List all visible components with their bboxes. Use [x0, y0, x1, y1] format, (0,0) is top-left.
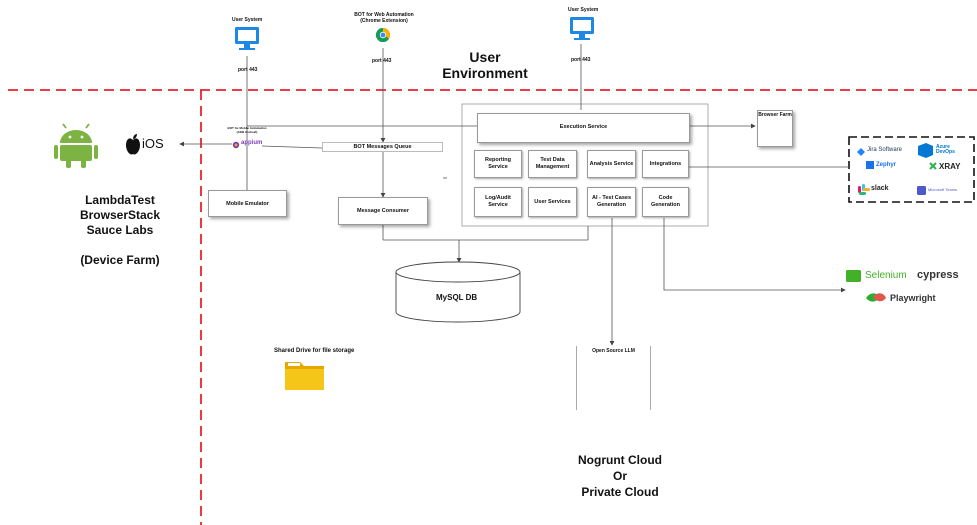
- user-system-left-label: User System: [232, 17, 263, 23]
- zephyr-logo-label: Zephyr: [876, 162, 897, 168]
- playwright-logo-label: Playwright: [890, 293, 936, 303]
- code-generation-box: Code Generation: [642, 187, 689, 217]
- cloud-label: Nogrunt Cloud Or Private Cloud: [578, 453, 662, 499]
- xray-logo-label: XRAY: [939, 162, 961, 171]
- analysis-service-box: Analysis Service: [587, 150, 636, 178]
- execution-service-label: Execution Service: [559, 124, 608, 130]
- execution-service-box: Execution Service: [477, 113, 690, 143]
- log-audit-service-box: Log/Audit Service: [474, 187, 522, 217]
- folder-icon: [285, 362, 324, 390]
- zephyr-icon: [866, 161, 874, 169]
- cypress-logo-label: cypress: [917, 269, 959, 281]
- mysql-db-label: MySQL DB: [436, 293, 478, 302]
- ai-test-cases-generation-box: AI - Test Cases Generation: [587, 187, 636, 217]
- port-right-label: port 443: [571, 57, 591, 63]
- playwright-icon: [866, 293, 886, 302]
- browser-farm-label: Browser Farm: [758, 112, 792, 118]
- jira-icon: [857, 148, 865, 156]
- port-left-label: port 443: [238, 67, 258, 73]
- message-consumer-box: Message Consumer: [338, 197, 428, 225]
- appium-icon: [232, 141, 240, 149]
- mobile-emulator-box: Mobile Emulator: [208, 190, 287, 217]
- message-consumer-label: Message Consumer: [357, 208, 409, 214]
- bot-mobile-note: BOT for Mobile Automation (ADB Android): [227, 126, 267, 134]
- apple-icon: [126, 134, 140, 155]
- wire-appium-to-queue: [261, 145, 323, 149]
- selenium-logo-label: Selenium: [865, 270, 907, 281]
- jira-logo-label: Jira Software: [867, 147, 903, 153]
- android-icon: [54, 123, 98, 168]
- device-farm-label: LambdaTest BrowserStack Sauce Labs (Devi…: [79, 193, 161, 267]
- port-middle-label: port 443: [372, 58, 392, 64]
- selenium-icon: [846, 270, 861, 282]
- chrome-icon: [375, 27, 391, 43]
- user-services-box: User Services: [528, 187, 577, 217]
- user-system-right-label: User System: [568, 7, 599, 13]
- reporting-service-box: Reporting Service: [474, 150, 522, 178]
- shared-drive-label: Shared Drive for file storage: [274, 348, 355, 354]
- ios-label: iOS: [142, 136, 164, 151]
- monitor-icon: [570, 17, 594, 40]
- mysql-db-cylinder: [395, 261, 521, 323]
- mobile-emulator-label: Mobile Emulator: [226, 201, 269, 207]
- azure-logo-label: Azure DevOps: [936, 144, 955, 155]
- browser-farm-box: Browser Farm: [757, 110, 793, 147]
- bot-messages-queue-box: BOT Messages Queue: [322, 142, 443, 152]
- slack-icon: [858, 184, 870, 195]
- wire-codegen-to-frameworks: [663, 218, 846, 293]
- open-source-llm-box: Open Source LLM: [576, 346, 651, 410]
- open-source-llm-label: Open Source LLM: [592, 348, 635, 354]
- teams-icon: [917, 186, 926, 195]
- azure-devops-icon: [918, 143, 933, 158]
- appium-label: appium: [241, 140, 263, 146]
- bot-web-label: BOT for Web Automation (Chrome Extension…: [354, 12, 414, 24]
- monitor-icon: [235, 27, 259, 50]
- integrations-logo-box: [848, 136, 975, 203]
- user-environment-label: User Environment: [442, 49, 528, 81]
- bot-messages-queue-label: BOT Messages Queue: [353, 144, 412, 150]
- slack-logo-label: slack: [871, 185, 889, 192]
- teams-logo-label: Microsoft Teams: [928, 187, 958, 192]
- integrations-box: Integrations: [642, 150, 689, 178]
- test-data-management-box: Test Data Management: [528, 150, 577, 178]
- xray-icon: [929, 162, 937, 170]
